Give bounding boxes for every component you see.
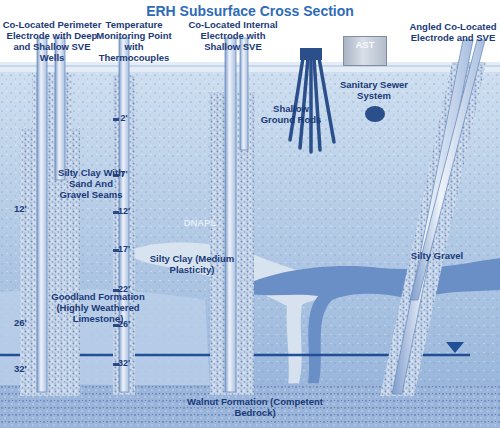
diagram-label: 32': [14, 364, 38, 375]
diagram-label: Silty Clay With Sand And Gravel Seams: [58, 168, 124, 201]
ground-rod: [300, 58, 308, 148]
diagram-label: Co-Located Internal Electrode with Shall…: [185, 20, 281, 53]
diagram-label: 2': [111, 113, 137, 123]
ground-surface: [0, 62, 500, 72]
ground-rod: [309, 58, 313, 152]
diagram-label: 26': [14, 318, 38, 329]
thermocouple: [113, 118, 119, 121]
node-label: AST: [344, 37, 386, 50]
electrode-pipe: [225, 38, 236, 392]
diagram-label: 32': [111, 358, 137, 368]
diagram-label: Sanitary Sewer System: [336, 80, 412, 102]
diagram-label: DNAPL: [178, 218, 222, 229]
water-table-symbol: [446, 342, 464, 353]
diagram-label: Walnut Formation (Competent Bedrock): [180, 397, 330, 419]
diagram-label: Temperature Monitoring Point with Thermo…: [88, 20, 180, 64]
deep-sve-well: [37, 38, 47, 392]
diagram-label: Shallow Ground Rods: [256, 104, 326, 126]
diagram-label: Silty Clay (Medium Plasticity): [138, 254, 246, 276]
shallow-sve-well: [240, 38, 248, 150]
diagram-label: 26': [111, 319, 137, 329]
diagram-title: ERH Subsurface Cross Section: [0, 3, 500, 19]
diagram-label: 12': [14, 204, 38, 215]
diagram-label: 17': [111, 244, 137, 254]
sewer-pipe: [365, 106, 385, 122]
ground-rod: [319, 58, 334, 142]
diagram-label: 12': [111, 206, 137, 216]
diagram-label: Co-Located Perimeter Electrode with Deep…: [0, 20, 104, 64]
tank-box: AST: [343, 36, 387, 66]
surface-line: [0, 66, 500, 67]
diagram-label: Goodland Formation (Highly Weathered Lim…: [48, 292, 148, 325]
diagram-label: Angled Co-Located Electrode and SVE: [408, 22, 498, 44]
diagram-label: Silty Gravel: [402, 251, 472, 262]
silty-gravel-layer: [235, 258, 500, 390]
diagram-label: 22': [111, 284, 137, 294]
diagram-label: 7': [111, 169, 137, 179]
ground-rod: [314, 58, 320, 150]
